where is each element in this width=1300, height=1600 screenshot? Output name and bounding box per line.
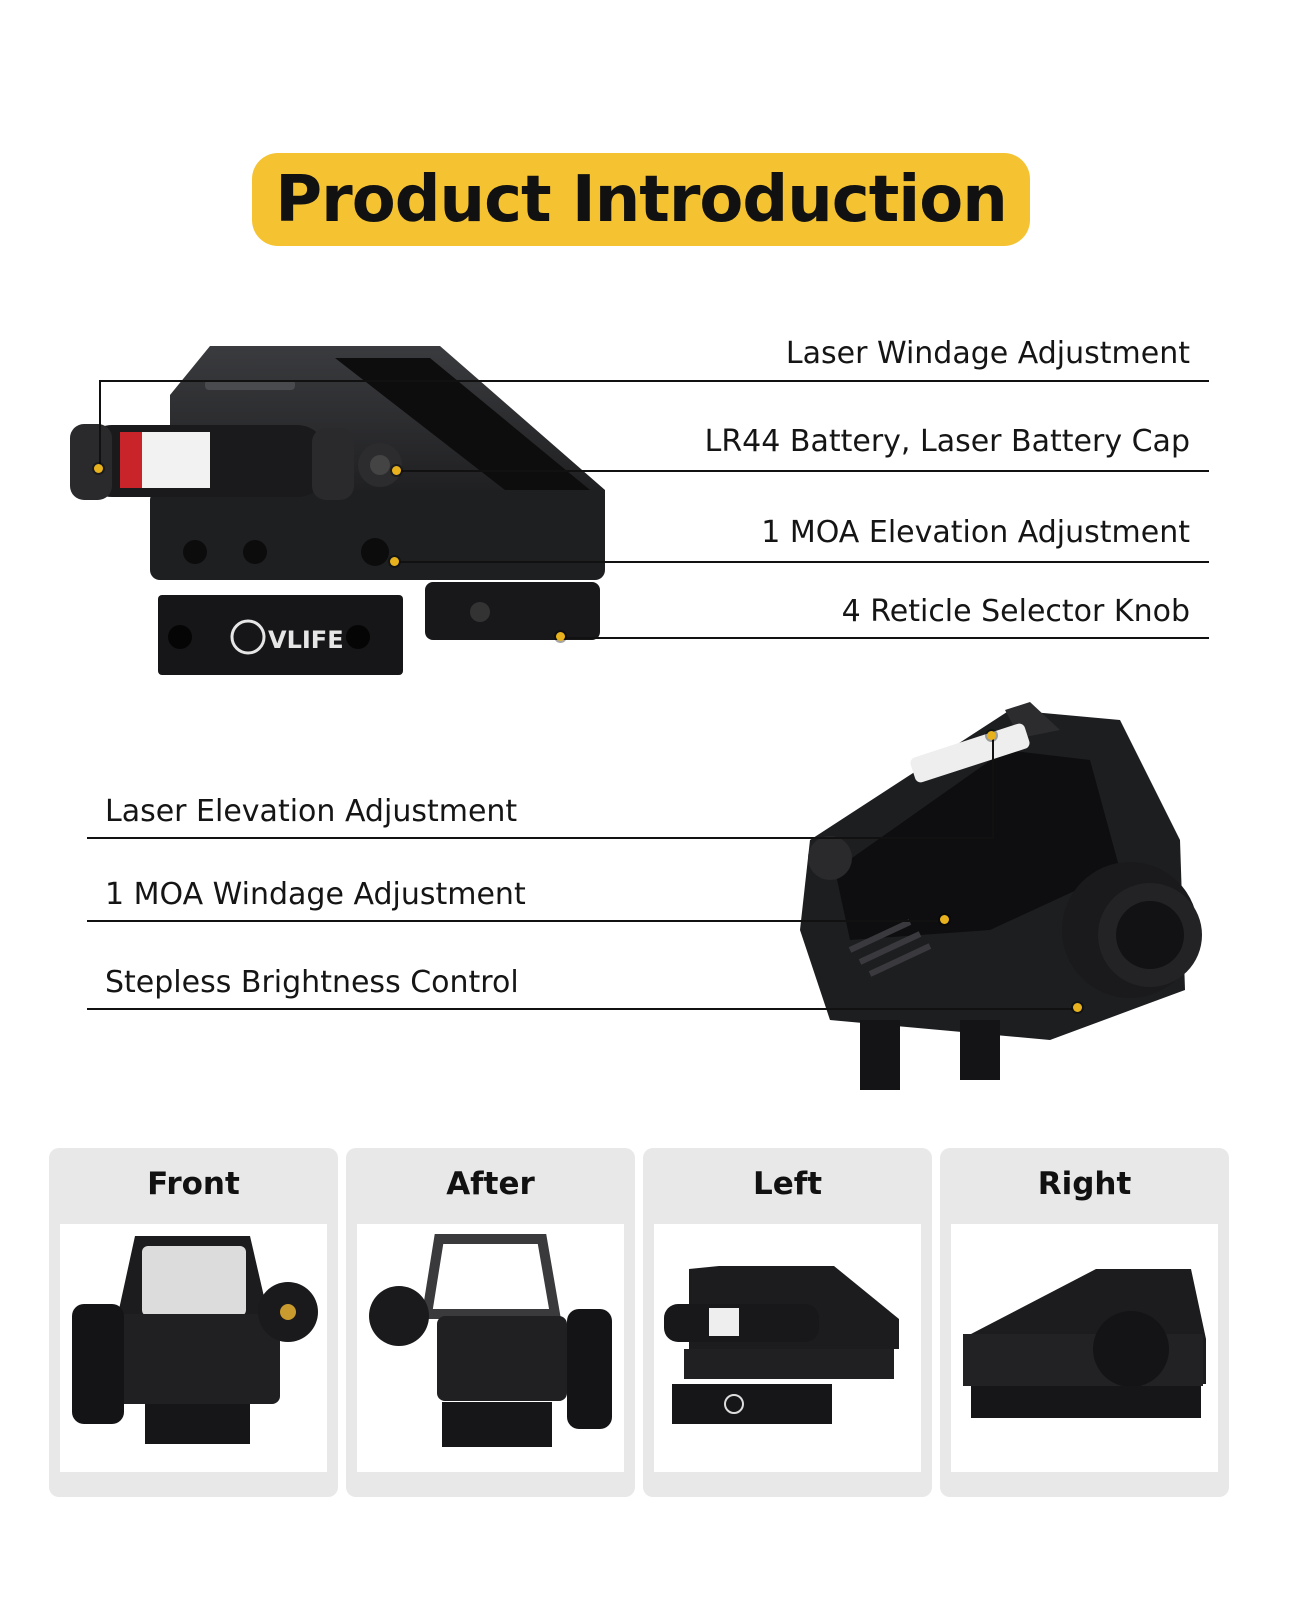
brightness-marker [1073, 1003, 1082, 1012]
view-label: After [446, 1166, 535, 1202]
title-banner: Product Introduction [252, 153, 1030, 246]
laser-elevation-marker [987, 731, 996, 740]
laser-windage-marker [94, 464, 103, 473]
view-label: Right [1037, 1166, 1132, 1202]
elevation-marker [390, 557, 399, 566]
laser-elevation-line [87, 837, 994, 839]
windage-line [87, 920, 947, 922]
label-elevation: 1 MOA Elevation Adjustment [761, 515, 1190, 550]
reticle-knob-line [562, 637, 1209, 639]
right-view-image [951, 1224, 1218, 1472]
elevation-line [395, 561, 1209, 563]
front-view-image [60, 1224, 327, 1472]
laser-elevation-leader [992, 735, 994, 839]
after-view-image [357, 1224, 624, 1472]
view-label: Left [752, 1166, 823, 1202]
view-label: Front [147, 1166, 240, 1202]
product-angled-view [800, 702, 1202, 1090]
windage-marker [940, 915, 949, 924]
view-card-front: Front [49, 1148, 338, 1497]
label-laser-windage: Laser Windage Adjustment [785, 336, 1190, 371]
battery-cap-marker [392, 466, 401, 475]
brightness-line [87, 1008, 1080, 1010]
laser-windage-line [99, 380, 1209, 382]
view-card-right: Right [940, 1148, 1229, 1497]
view-card-after: After [346, 1148, 635, 1497]
page-title: Product Introduction [275, 162, 1007, 237]
label-windage: 1 MOA Windage Adjustment [105, 877, 526, 912]
battery-cap-line [397, 470, 1209, 472]
label-laser-elevation: Laser Elevation Adjustment [105, 794, 518, 829]
label-brightness: Stepless Brightness Control [105, 965, 519, 1000]
label-battery-cap: LR44 Battery, Laser Battery Cap [704, 424, 1190, 459]
view-card-left: Left [643, 1148, 932, 1497]
product-side-view: VLIFE [70, 346, 605, 675]
left-view-image [654, 1224, 921, 1472]
laser-windage-leader [99, 380, 101, 468]
brand-logo: VLIFE [268, 626, 344, 654]
reticle-knob-marker [556, 632, 565, 641]
label-reticle-knob: 4 Reticle Selector Knob [841, 594, 1190, 629]
